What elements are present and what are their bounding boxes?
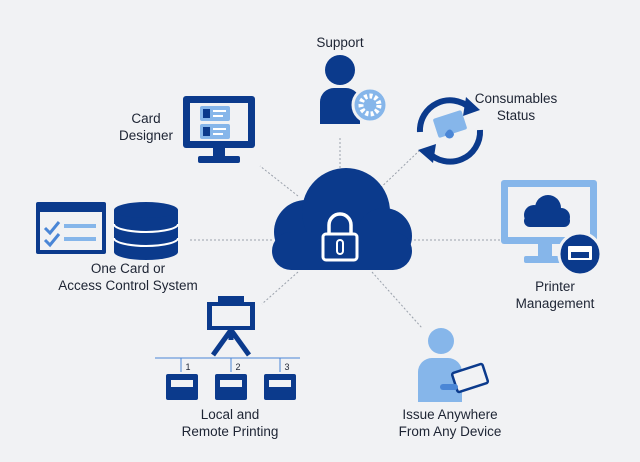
label-card-designer: Card Designer	[118, 111, 174, 143]
label-issue-anywhere: Issue Anywhere From Any Device	[398, 407, 502, 439]
connector-issue	[371, 271, 423, 329]
cloud-lock-icon	[272, 168, 412, 270]
checklist-database-icon	[36, 202, 179, 260]
printer-number-2: 2	[235, 362, 240, 372]
connector-lines	[190, 136, 500, 329]
network-printers-icon: 1 2 3	[155, 296, 300, 400]
label-printer-management: Printer Management	[515, 279, 595, 311]
connector-card-designer	[259, 165, 299, 197]
connector-consumables	[371, 149, 421, 197]
monitor-cloud-printer-icon	[501, 180, 603, 277]
label-consumables-status: Consumables Status	[474, 91, 558, 123]
connector-local	[261, 271, 299, 305]
person-gear-icon	[320, 55, 389, 124]
label-local-remote-printing: Local and Remote Printing	[181, 407, 279, 439]
label-support: Support	[316, 35, 364, 50]
printer-number-3: 3	[284, 362, 289, 372]
label-one-card: One Card or Access Control System	[58, 261, 198, 293]
monitor-id-cards-icon	[183, 96, 255, 163]
refresh-card-icon	[416, 97, 484, 165]
printer-number-1: 1	[185, 362, 190, 372]
person-tablet-icon	[418, 328, 490, 402]
